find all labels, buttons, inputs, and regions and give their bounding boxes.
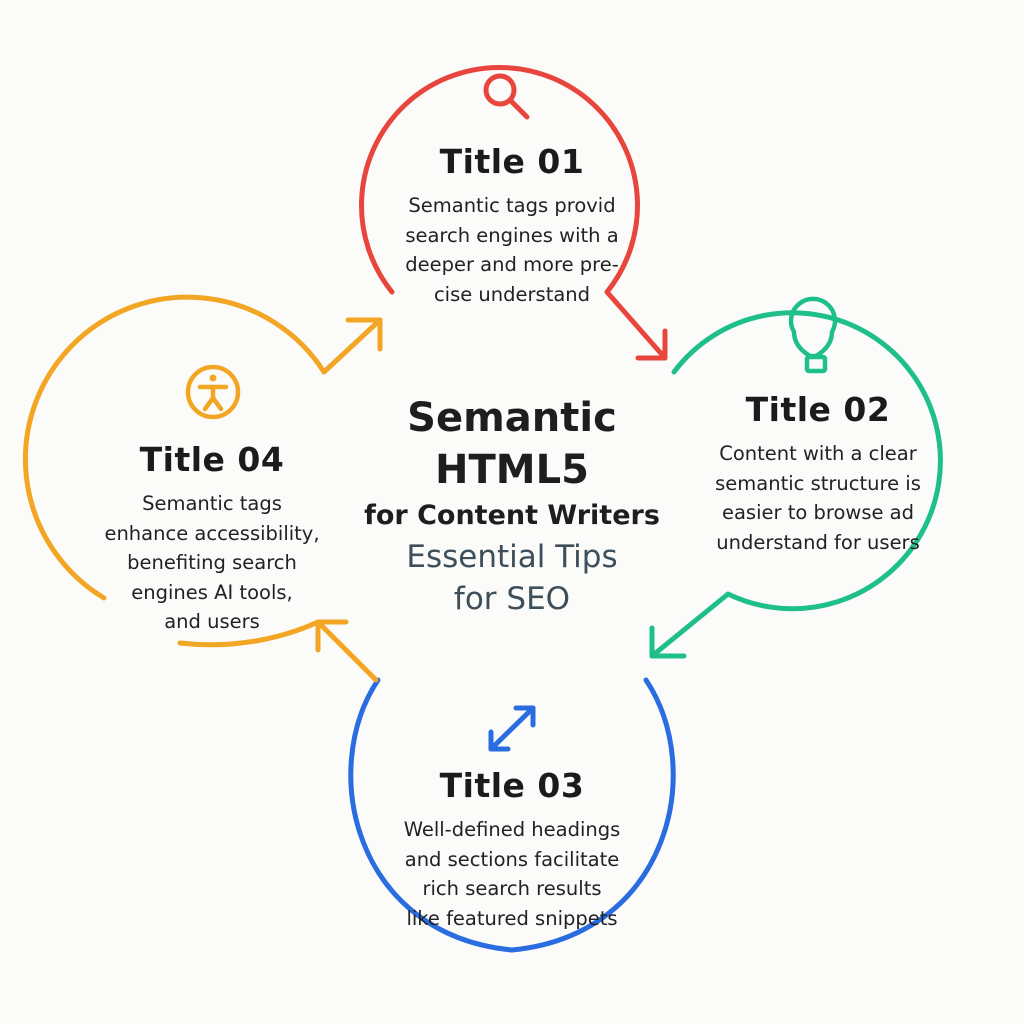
center-heading: Semantic HTML5 for Content Writers Essen… bbox=[312, 392, 712, 620]
step-1-loop-arc bbox=[359, 64, 668, 361]
main-title-line-1: Semantic bbox=[407, 395, 617, 441]
step-1-line: search engines with a bbox=[405, 223, 619, 247]
step-4-description: Semantic tags enhance accessibility, ben… bbox=[62, 489, 362, 637]
step-1-line: Semantic tags provid bbox=[408, 194, 616, 217]
step-4-line: Semantic tags bbox=[142, 492, 282, 515]
search-icon bbox=[483, 73, 530, 120]
step-4-line: benefiting search bbox=[127, 551, 297, 574]
step-4-block: Title 04 Semantic tags enhance accessibi… bbox=[62, 440, 362, 637]
step-4-return-arrowhead bbox=[315, 619, 349, 653]
step-2-block: Title 02 Content with a clear semantic s… bbox=[668, 390, 968, 557]
lightbulb-icon bbox=[788, 296, 838, 374]
step-2-line: easier to browse ad bbox=[721, 501, 915, 524]
step-4-arrowhead bbox=[345, 317, 383, 352]
step-2-line: understand for users bbox=[716, 530, 920, 554]
step-1-line: cise understand bbox=[433, 282, 591, 306]
step-4-title: Title 04 bbox=[139, 440, 285, 479]
main-title-line-2: HTML5 bbox=[435, 447, 589, 493]
step-3-loop-arc bbox=[348, 677, 676, 953]
step-1-line: deeper and more pre- bbox=[405, 253, 619, 276]
step-2-loop-arc bbox=[649, 310, 943, 659]
step-3-description: Well-defined headings and sections facil… bbox=[362, 815, 662, 933]
step-2-arrowhead bbox=[649, 625, 687, 659]
step-4-loop-arc bbox=[22, 294, 383, 601]
step-2-title: Title 02 bbox=[745, 390, 891, 429]
accessibility-icon bbox=[185, 364, 241, 420]
step-3-block: Title 03 Well-defined headings and secti… bbox=[362, 766, 662, 933]
step-2-line: Content with a clear bbox=[719, 442, 917, 465]
step-2-line: semantic structure is bbox=[715, 471, 921, 495]
step-3-line: like featured snippets bbox=[406, 906, 618, 930]
step-1-description: Semantic tags provid search engines with… bbox=[362, 191, 662, 309]
step-4-line: and users bbox=[164, 610, 260, 633]
tagline-line-1: Essential Tips bbox=[406, 539, 618, 575]
step-3-line: and sections facilitate bbox=[404, 847, 620, 871]
step-4-line: engines AI tools, bbox=[131, 580, 293, 604]
step-3-line: rich search results bbox=[422, 877, 602, 900]
step-3-title: Title 03 bbox=[439, 766, 585, 805]
diagonal-arrows-icon bbox=[488, 705, 536, 752]
step-3-line: Well-defined headings bbox=[403, 818, 621, 841]
step-4-line: enhance accessibility, bbox=[104, 521, 320, 545]
step-1-title: Title 01 bbox=[439, 142, 585, 181]
main-subtitle: for Content Writers bbox=[364, 500, 660, 531]
step-2-description: Content with a clear semantic structure … bbox=[668, 439, 968, 557]
step-1-block: Title 01 Semantic tags provid search eng… bbox=[362, 142, 662, 309]
step-4-return-arc bbox=[177, 619, 379, 683]
step-1-arrowhead bbox=[635, 328, 668, 361]
tagline-line-2: for SEO bbox=[453, 581, 571, 617]
